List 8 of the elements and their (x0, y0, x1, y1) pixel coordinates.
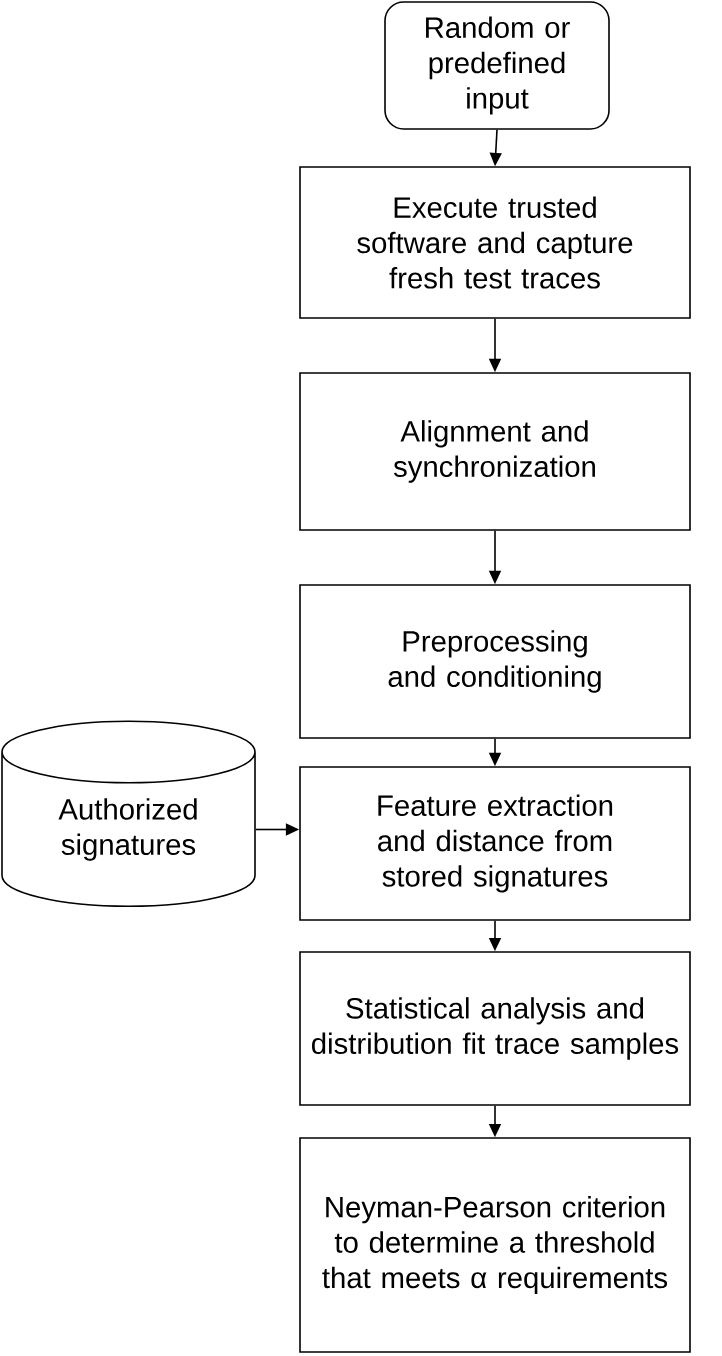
process-box: Feature extraction and distance from stored signatures (299, 766, 691, 921)
process-box: Statistical analysis and distribution fit trace samples (299, 951, 691, 1106)
process-box: Alignment and synchronization (299, 372, 691, 531)
start-box: Random or predefined input (384, 1, 610, 130)
database-cylinder: Authorized signatures (1, 720, 256, 907)
process-box: Neyman-Pearson criterion to determine a threshold that meets α requirements (299, 1137, 691, 1353)
process-box: Execute trusted software and capture fresh test traces (299, 166, 691, 319)
process-box: Preprocessing and conditioning (299, 584, 691, 739)
